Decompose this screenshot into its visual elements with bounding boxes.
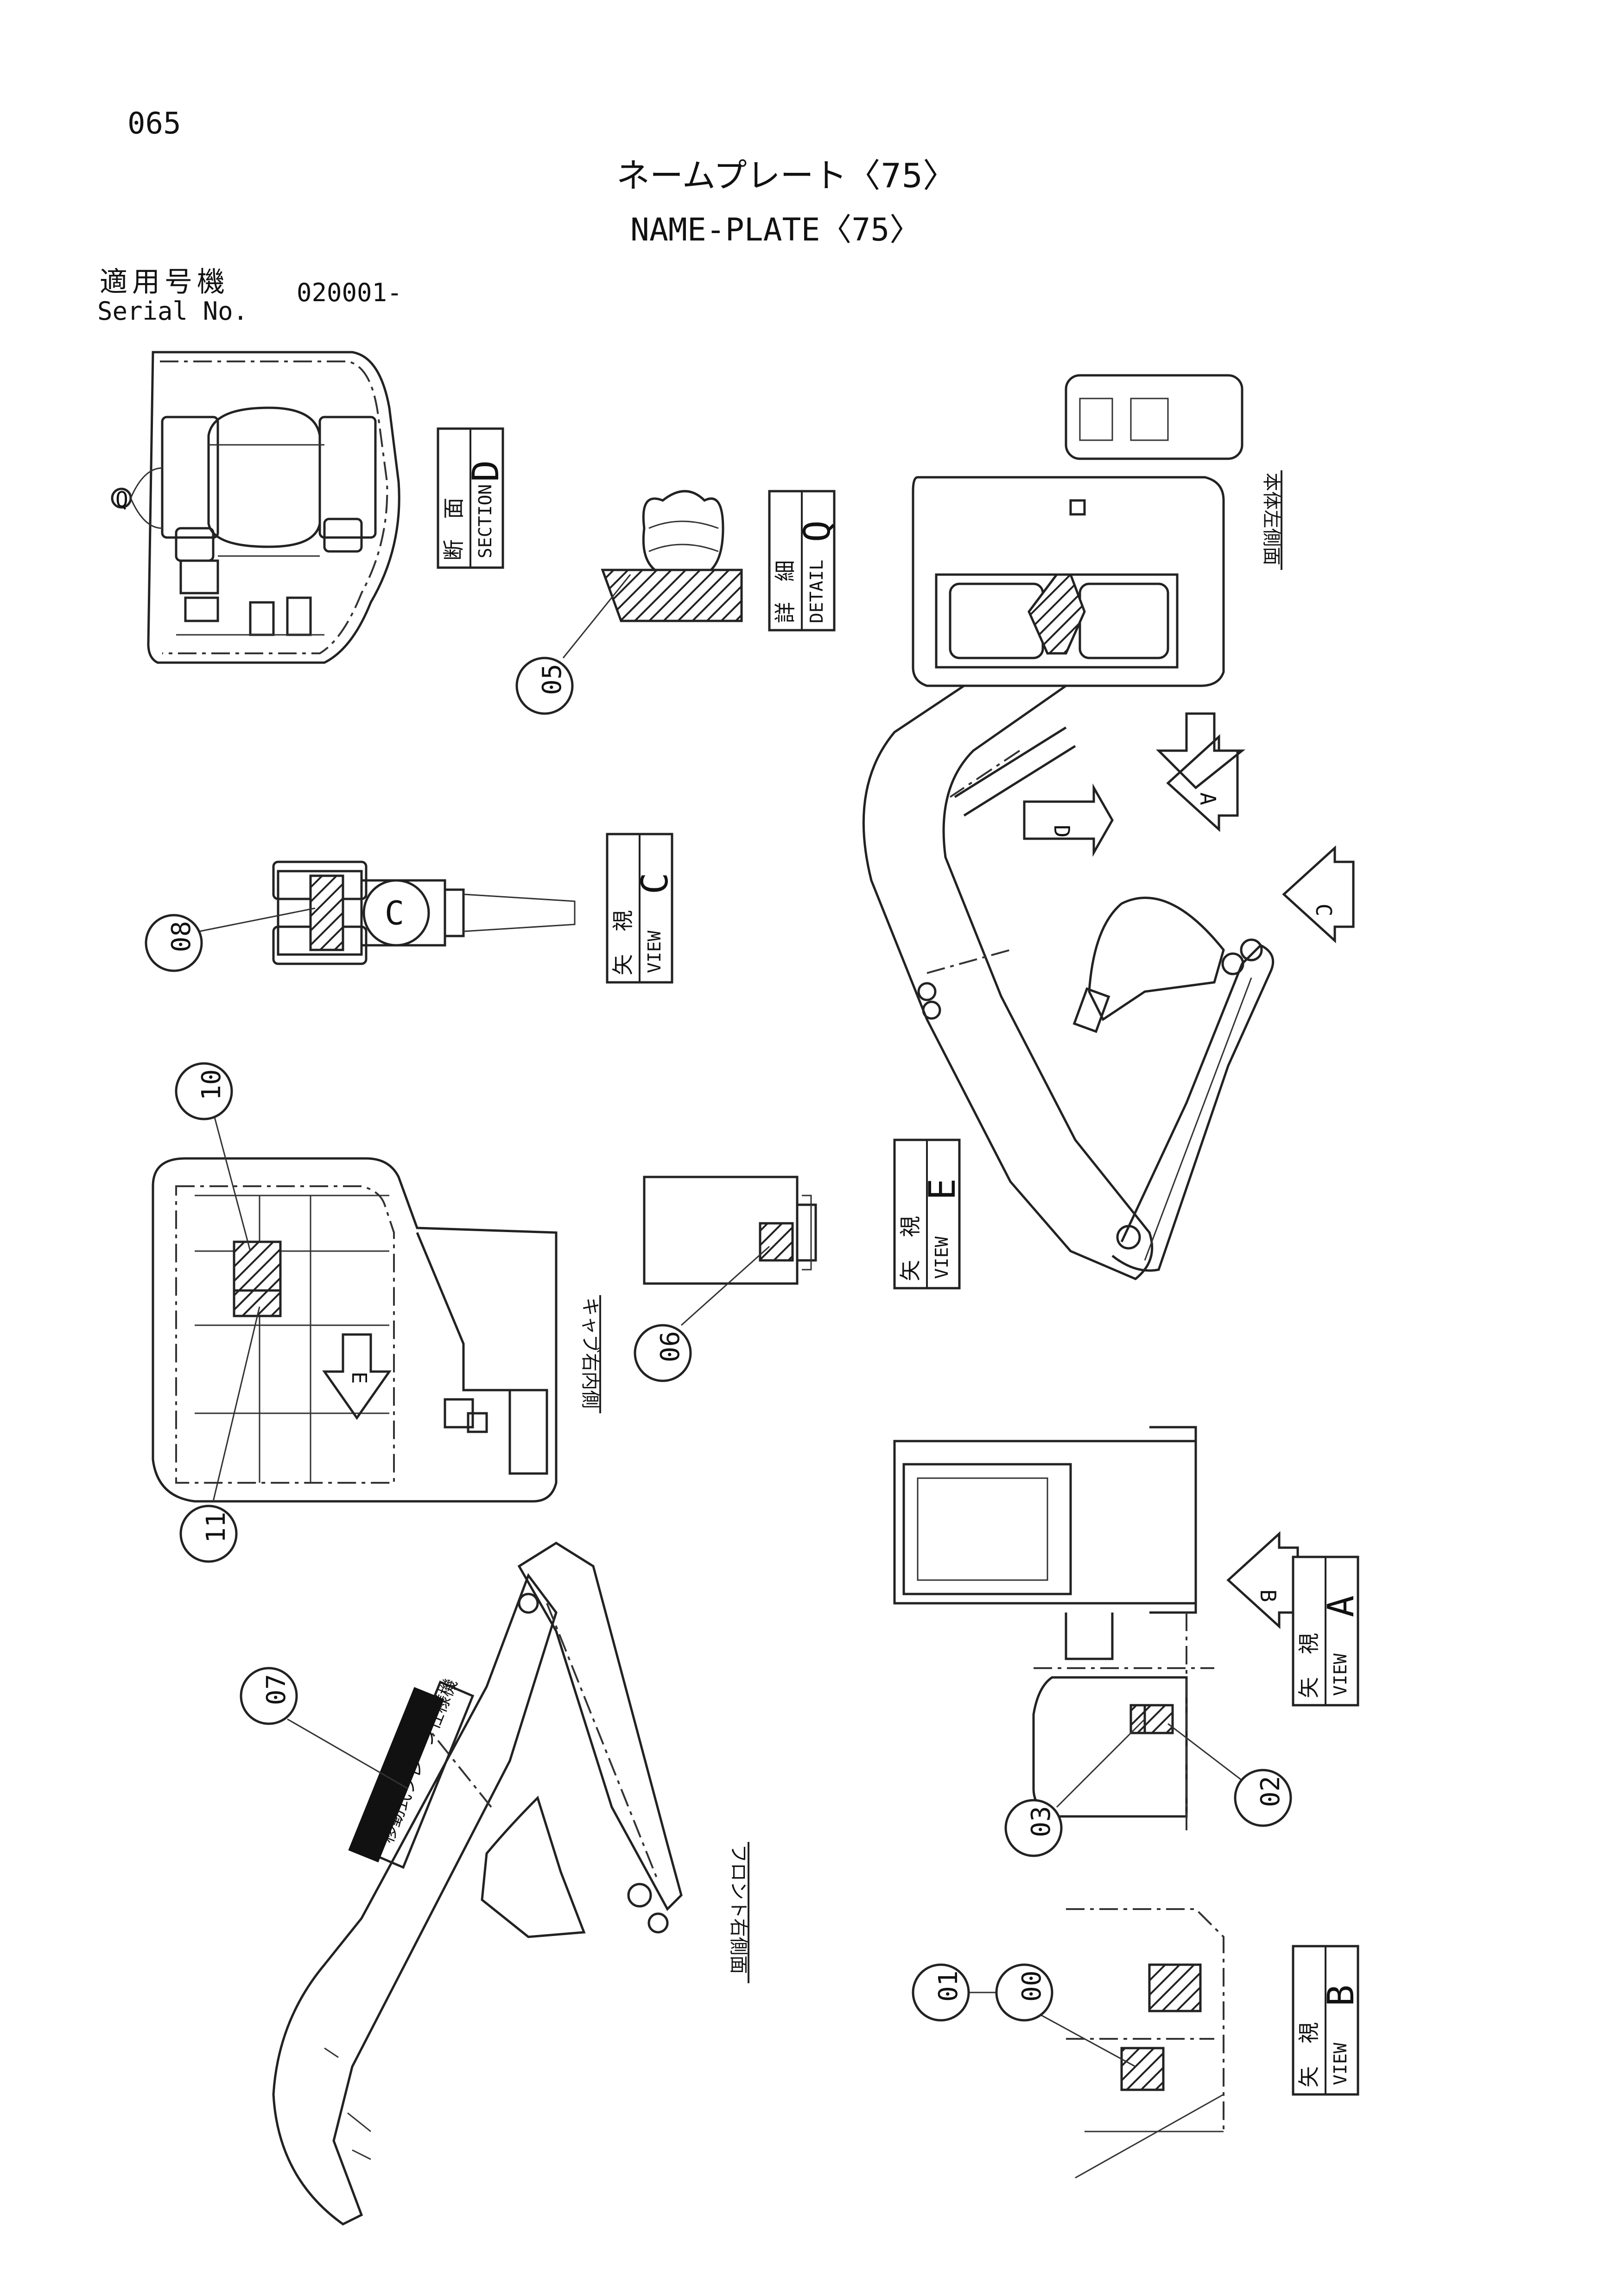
- page-title-en: NAME-PLATE〈75〉: [630, 212, 921, 248]
- svg-text:SECTION: SECTION: [475, 484, 495, 558]
- view-b-drawing: [1066, 1908, 1224, 2179]
- arrow-d-label: D: [1049, 825, 1074, 838]
- callout-08: 08: [145, 914, 203, 972]
- svg-text:VIEW: VIEW: [1330, 1653, 1351, 1696]
- svg-text:視: 視: [610, 910, 635, 931]
- svg-text:C: C: [634, 873, 676, 894]
- label-detail-q: 詳 細 DETAIL Q: [768, 490, 838, 632]
- svg-text:細: 細: [773, 560, 798, 582]
- svg-text:10: 10: [197, 1069, 227, 1101]
- label-view-e: 矢 視 VIEW E: [893, 1139, 964, 1290]
- callout-06: 06: [634, 1324, 692, 1382]
- label-view-c: 矢 視 VIEW C: [606, 833, 676, 984]
- svg-text:詳: 詳: [773, 602, 798, 623]
- side-label-body-left: 本体左側面: [1261, 470, 1282, 570]
- svg-text:視: 視: [898, 1216, 923, 1237]
- svg-text:Q: Q: [797, 520, 838, 542]
- svg-text:VIEW: VIEW: [1330, 2043, 1351, 2085]
- svg-text:03: 03: [1026, 1806, 1056, 1837]
- arrow-c-label: C: [1311, 904, 1336, 917]
- svg-text:D: D: [465, 460, 507, 482]
- svg-text:00: 00: [1017, 1971, 1047, 2002]
- callout-01: 01: [912, 1963, 970, 2022]
- machine-left-side-view: D A C: [862, 374, 1355, 1280]
- page-number: 065: [127, 107, 181, 141]
- svg-text:02: 02: [1256, 1776, 1286, 1807]
- svg-text:B: B: [1320, 1985, 1362, 2006]
- detail-q-view: [601, 490, 743, 622]
- cab-right-inside-view: E: [152, 1157, 558, 1503]
- svg-text:E: E: [922, 1178, 964, 1200]
- callout-00: 00: [995, 1963, 1053, 2022]
- label-view-a: 矢 視 VIEW A: [1292, 1556, 1362, 1707]
- svg-text:05: 05: [537, 664, 567, 695]
- view-c-drawing: C: [272, 860, 576, 965]
- svg-text:11: 11: [201, 1512, 231, 1543]
- callout-11: 11: [179, 1505, 238, 1563]
- side-label-front-right: フロント右側面: [728, 1842, 749, 1983]
- svg-text:矢: 矢: [1296, 2066, 1321, 2087]
- arrow-e-label: E: [347, 1372, 371, 1384]
- callout-03: 03: [1004, 1799, 1063, 1857]
- svg-text:視: 視: [1296, 2022, 1321, 2043]
- cab-top-view: Q: [111, 351, 400, 664]
- svg-text:矢: 矢: [1296, 1677, 1321, 1698]
- svg-text:VIEW: VIEW: [644, 930, 665, 973]
- svg-text:本体左側面: 本体左側面: [1261, 473, 1282, 565]
- svg-text:キャブ右内側: キャブ右内側: [579, 1297, 601, 1409]
- view-e-drawing: [643, 1176, 817, 1285]
- callout-02: 02: [1234, 1769, 1292, 1827]
- pin-mark-c: C: [385, 894, 404, 932]
- view-a-drawing: B: [893, 1426, 1299, 1830]
- page-title-jp: ネームプレート〈75〉: [616, 156, 957, 195]
- callout-05: 05: [515, 657, 574, 715]
- svg-text:視: 視: [1296, 1633, 1321, 1654]
- side-label-cab-right-inside: キャブ右内側: [579, 1295, 601, 1413]
- arrow-b-label: B: [1256, 1589, 1281, 1602]
- front-right-side-view: 移動式クレーン仕様機: [272, 1542, 683, 2226]
- serial-label-en: Serial No.: [97, 297, 248, 326]
- callout-10: 10: [175, 1062, 233, 1120]
- svg-text:07: 07: [261, 1674, 292, 1705]
- svg-text:フロント右側面: フロント右側面: [728, 1844, 749, 1974]
- svg-text:断: 断: [441, 539, 466, 561]
- svg-text:矢: 矢: [610, 954, 635, 975]
- svg-text:08: 08: [166, 921, 197, 952]
- svg-text:01: 01: [933, 1971, 964, 2002]
- leader-lines: [199, 574, 1247, 2068]
- label-view-b: 矢 視 VIEW B: [1292, 1945, 1362, 2096]
- svg-text:面: 面: [441, 498, 466, 519]
- serial-label-jp: 適用号機: [100, 266, 229, 298]
- callout-07: 07: [240, 1667, 298, 1725]
- arrow-a-label: A: [1195, 792, 1220, 805]
- svg-text:矢: 矢: [898, 1260, 923, 1281]
- svg-text:06: 06: [655, 1331, 685, 1362]
- svg-text:VIEW: VIEW: [932, 1236, 952, 1279]
- serial-value: 020001-: [297, 278, 402, 307]
- svg-text:A: A: [1320, 1595, 1362, 1617]
- svg-text:DETAIL: DETAIL: [806, 560, 827, 623]
- label-section-d: 断 面 SECTION D: [437, 427, 507, 569]
- detail-marker-q: Q: [115, 487, 128, 512]
